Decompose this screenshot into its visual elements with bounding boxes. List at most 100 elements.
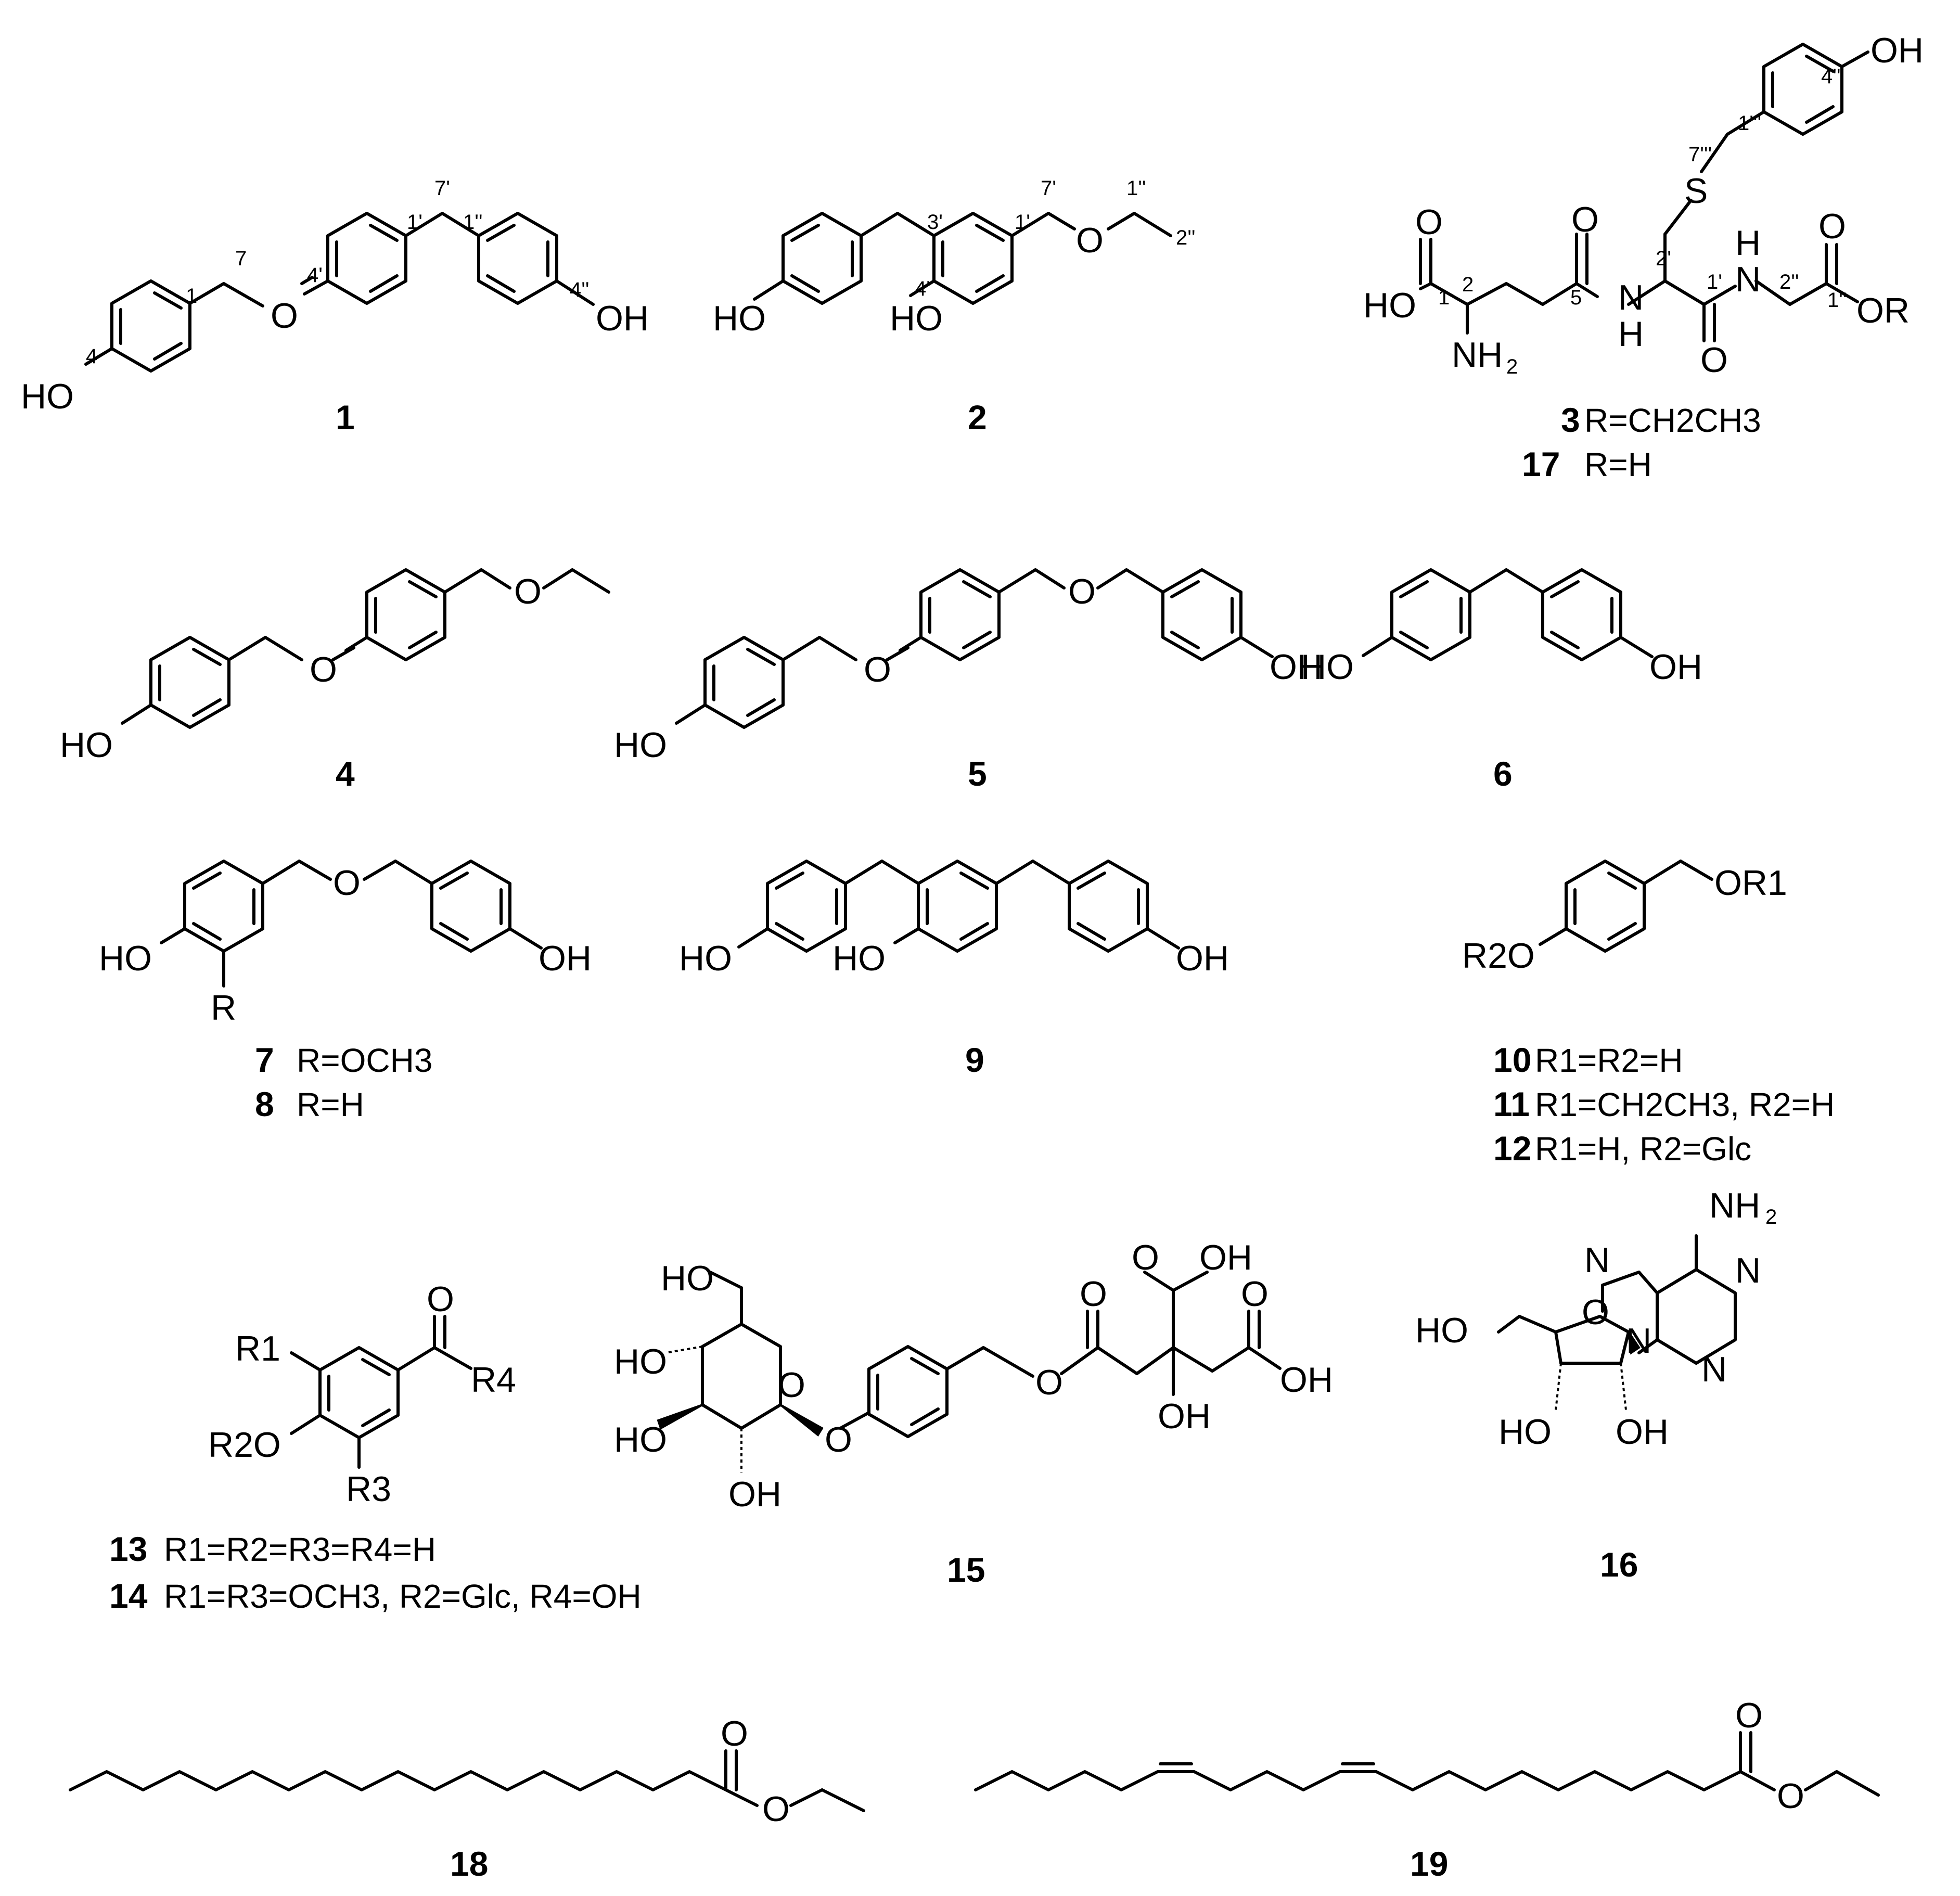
substituent-legend: R=OCH3 xyxy=(297,1042,432,1079)
substituent-legend: R=H xyxy=(297,1086,364,1123)
position-label: 7' xyxy=(1041,177,1056,200)
compound-number: 10 xyxy=(1493,1041,1531,1079)
position-label: 2'' xyxy=(1176,226,1196,249)
structure-compound-7: HO R O OH 7 R=OCH3 8 R=H xyxy=(99,860,592,1123)
hydroxyl-label: HO xyxy=(1363,286,1416,325)
compound-number: 7 xyxy=(255,1041,274,1079)
amino-subscript: 2 xyxy=(1506,355,1518,378)
position-label: 7''' xyxy=(1688,143,1712,166)
position-label: 4''' xyxy=(1821,65,1844,88)
benzene-ring xyxy=(365,568,446,661)
hydroxyl-label: OH xyxy=(1871,31,1924,70)
structure-compound-4: HO O O 4 xyxy=(60,568,610,793)
carbonyl-oxygen-label: O xyxy=(1241,1274,1269,1314)
position-label: 4' xyxy=(307,264,323,287)
structure-compound-9: HO HO OH 9 xyxy=(679,860,1229,1079)
benzene-ring xyxy=(183,860,264,953)
carbonyl-oxygen-label: O xyxy=(1700,340,1728,380)
hydroxyl-label: OH xyxy=(1616,1412,1669,1452)
hydroxyl-label: HO xyxy=(1415,1311,1468,1350)
benzene-ring xyxy=(1068,860,1149,953)
hydroxyl-label: OH xyxy=(1176,939,1229,978)
position-label: 2'' xyxy=(1779,271,1799,293)
hydroxyl-label: HO xyxy=(60,725,113,765)
hydroxyl-label: HO xyxy=(890,299,943,338)
hydroxyl-label: OH xyxy=(596,299,649,338)
position-label: 7' xyxy=(434,177,450,200)
compound-number: 16 xyxy=(1600,1545,1638,1584)
compound-number: 19 xyxy=(1410,1844,1448,1883)
position-label: 1' xyxy=(407,211,422,234)
hydroxyl-label: OH xyxy=(1158,1397,1211,1436)
amide-hydrogen-label: H xyxy=(1735,223,1761,263)
position-label: 4' xyxy=(915,277,930,300)
benzene-ring xyxy=(326,212,407,305)
carbonyl-oxygen-label: O xyxy=(427,1279,454,1319)
structure-compound-3: OH S N H N H OR O O O O HO NH 2 1 2 5 2'… xyxy=(1363,31,1924,483)
substituted-hydroxyl-label: R2O xyxy=(208,1425,281,1465)
position-label: 3' xyxy=(927,211,943,234)
amide-nitrogen-label: N xyxy=(1618,278,1644,317)
structure-compound-13: O R1 R4 R2O R3 13 R1=R2=R3=R4=H 14 R1=R3… xyxy=(109,1279,642,1615)
ring-oxygen-label: O xyxy=(778,1365,805,1405)
compound-number: 13 xyxy=(109,1530,147,1568)
position-label: 1 xyxy=(186,285,197,308)
carbonyl-oxygen-label: O xyxy=(721,1714,748,1753)
hydroxyl-label: HO xyxy=(713,299,766,338)
structure-compound-10: OR1 R2O 10 R1=R2=H 11 R1=CH2CH3, R2=H 12… xyxy=(1462,860,1835,1168)
benzene-ring xyxy=(917,860,998,953)
compound-number: 18 xyxy=(450,1844,488,1883)
substituted-hydroxyl-label: OR1 xyxy=(1714,863,1787,903)
benzene-ring xyxy=(867,1345,949,1438)
substituent-label: R1 xyxy=(235,1329,280,1368)
substituted-hydroxyl-label: R2O xyxy=(1462,936,1535,976)
carbonyl-oxygen-label: O xyxy=(1415,202,1443,242)
position-label: 4'' xyxy=(570,278,590,301)
carbonyl-oxygen-label: O xyxy=(1571,200,1599,239)
structure-compound-19: O O 19 xyxy=(974,1696,1880,1883)
position-label: 2' xyxy=(1656,247,1671,270)
benzene-ring xyxy=(110,279,191,373)
hydroxyl-label: HO xyxy=(614,1342,667,1381)
hydroxyl-label: HO xyxy=(614,1420,667,1459)
ring-oxygen-label: O xyxy=(1582,1292,1609,1332)
structure-compound-6: HO OH 6 xyxy=(1301,568,1702,793)
compound-number: 6 xyxy=(1493,754,1513,793)
compound-number: 12 xyxy=(1493,1129,1531,1168)
benzene-ring xyxy=(932,212,1014,305)
amide-nitrogen-label: N xyxy=(1735,260,1761,299)
ether-oxygen-label: O xyxy=(271,296,298,336)
hydroxyl-label: OH xyxy=(539,939,592,978)
hydroxyl-label: OH xyxy=(728,1475,782,1514)
substituent-legend: R1=CH2CH3, R2=H xyxy=(1535,1086,1835,1123)
benzene-ring xyxy=(318,1346,400,1439)
position-label: 1'' xyxy=(1126,177,1146,200)
ester-label: OR xyxy=(1856,291,1910,330)
ring-nitrogen-label: N xyxy=(1701,1350,1727,1389)
substituent-legend: R1=H, R2=Glc xyxy=(1535,1130,1751,1168)
compound-number: 4 xyxy=(336,754,355,793)
benzene-ring xyxy=(1541,568,1622,661)
ring-nitrogen-label: N xyxy=(1584,1240,1610,1280)
hydroxyl-label: HO xyxy=(99,939,152,978)
ester-oxygen-label: O xyxy=(1035,1363,1063,1402)
hydroxyl-label: HO xyxy=(1498,1412,1552,1452)
compound-number: 17 xyxy=(1522,445,1560,483)
compound-number: 9 xyxy=(965,1041,984,1079)
position-label: 1 xyxy=(1438,286,1450,309)
hydroxyl-label: OH xyxy=(1270,647,1323,687)
amide-hydrogen-label: H xyxy=(1618,314,1644,354)
compound-number: 5 xyxy=(968,754,987,793)
hydroxyl-label: OH xyxy=(1199,1238,1252,1277)
hydroxyl-label: HO xyxy=(661,1259,714,1298)
position-label: 1'' xyxy=(463,211,483,234)
ether-oxygen-label: O xyxy=(333,863,361,903)
ether-oxygen-label: O xyxy=(1068,572,1096,611)
compound-number: 15 xyxy=(947,1551,985,1589)
benzene-ring xyxy=(149,636,230,729)
carbonyl-oxygen-label: O xyxy=(1132,1238,1159,1277)
substituent-legend: R1=R2=R3=R4=H xyxy=(164,1531,436,1568)
compound-number: 3 xyxy=(1561,401,1580,439)
position-label: 1'' xyxy=(1827,289,1847,312)
